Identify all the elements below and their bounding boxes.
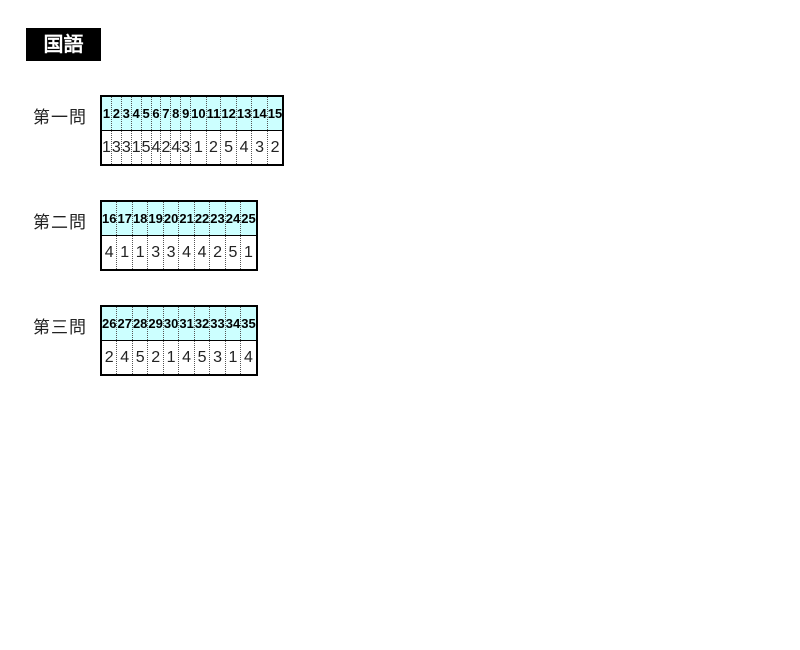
question-number-cell: 27 [116, 306, 133, 341]
question-number-cell: 26 [100, 306, 118, 341]
question-number-cell: 15 [266, 96, 284, 131]
question-number-cell: 34 [224, 306, 242, 341]
answer-cell: 1 [224, 340, 242, 375]
question-number-cell: 10 [190, 96, 207, 131]
answer-cell: 2 [100, 340, 118, 375]
answer-cell: 1 [116, 235, 133, 270]
answer-cell: 3 [120, 130, 132, 165]
question-number-cell: 25 [240, 201, 258, 236]
question-number-cell: 2 [110, 96, 122, 131]
answer-cell: 3 [180, 130, 192, 165]
question-number-cell: 24 [224, 201, 242, 236]
answer-cell: 4 [193, 235, 211, 270]
answer-cell: 3 [147, 235, 164, 270]
answer-cell: 4 [150, 130, 162, 165]
answer-cell: 2 [147, 340, 164, 375]
answer-cell: 2 [160, 130, 172, 165]
answer-cell: 1 [162, 340, 180, 375]
question-number-cell: 18 [131, 201, 149, 236]
question-number-cell: 6 [150, 96, 162, 131]
answer-cell: 1 [131, 235, 149, 270]
question-number-cell: 29 [147, 306, 164, 341]
answer-cell: 2 [205, 130, 222, 165]
question-number-cell: 33 [209, 306, 226, 341]
question-number-cell: 7 [160, 96, 172, 131]
question-number-cell: 30 [162, 306, 180, 341]
answer-cell: 5 [140, 130, 152, 165]
answer-cell: 5 [193, 340, 211, 375]
answer-cell: 3 [162, 235, 180, 270]
answer-cell: 4 [178, 340, 195, 375]
question-number-cell: 11 [205, 96, 222, 131]
answer-cell: 4 [235, 130, 253, 165]
question-number-cell: 8 [170, 96, 182, 131]
answer-cell: 4 [170, 130, 182, 165]
question-number-cell: 3 [120, 96, 132, 131]
answer-cell: 4 [116, 340, 133, 375]
subject-title: 国語 [26, 28, 101, 61]
question-number-cell: 19 [147, 201, 164, 236]
question-number-cell: 16 [100, 201, 118, 236]
question-number-cell: 20 [162, 201, 180, 236]
answer-cell: 1 [130, 130, 142, 165]
question-number-cell: 28 [131, 306, 149, 341]
question-number-cell: 32 [193, 306, 211, 341]
question-number-cell: 23 [209, 201, 226, 236]
answer-cell: 3 [110, 130, 122, 165]
answer-cell: 1 [100, 130, 112, 165]
question-number-cell: 12 [220, 96, 237, 131]
question-number-cell: 1 [100, 96, 112, 131]
answer-cell: 5 [131, 340, 149, 375]
answer-cell: 5 [220, 130, 237, 165]
question-number-cell: 21 [178, 201, 195, 236]
answer-cell: 2 [209, 235, 226, 270]
question-number-cell: 4 [130, 96, 142, 131]
answer-cell: 5 [224, 235, 242, 270]
answer-cell: 1 [240, 235, 258, 270]
answer-cell: 1 [190, 130, 207, 165]
question-number-cell: 5 [140, 96, 152, 131]
question-number-cell: 31 [178, 306, 195, 341]
answer-cell: 2 [266, 130, 284, 165]
question-number-cell: 14 [251, 96, 268, 131]
answer-cell: 4 [100, 235, 118, 270]
section-label: 第三問 [33, 318, 87, 338]
answer-cell: 3 [209, 340, 226, 375]
section-label: 第一問 [33, 108, 87, 128]
question-number-cell: 9 [180, 96, 192, 131]
answer-cell: 4 [178, 235, 195, 270]
section-label: 第二問 [33, 213, 87, 233]
answer-cell: 3 [251, 130, 268, 165]
question-number-cell: 35 [240, 306, 258, 341]
question-number-cell: 17 [116, 201, 133, 236]
question-number-cell: 13 [235, 96, 253, 131]
answer-cell: 4 [240, 340, 258, 375]
question-number-cell: 22 [193, 201, 211, 236]
